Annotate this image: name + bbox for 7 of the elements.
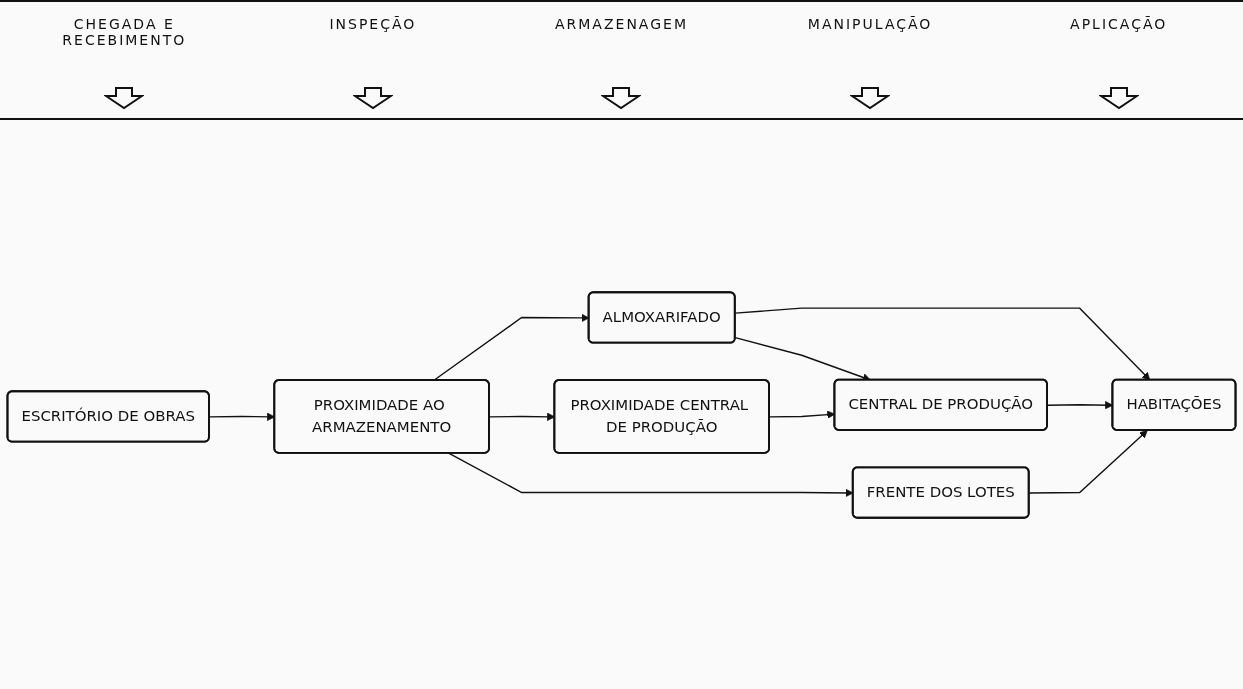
stage-label: INSPEÇÃO: [329, 16, 417, 32]
stage-label: APLICAÇÃO: [1070, 16, 1168, 32]
arrow: [1028, 430, 1148, 494]
stage-label: ARMAZENAGEM: [555, 16, 688, 32]
stage-label: MANIPULAÇÃO: [807, 16, 933, 32]
arrow: [734, 307, 1151, 381]
stage-label: CHEGADA E RECEBIMENTO: [61, 16, 188, 48]
